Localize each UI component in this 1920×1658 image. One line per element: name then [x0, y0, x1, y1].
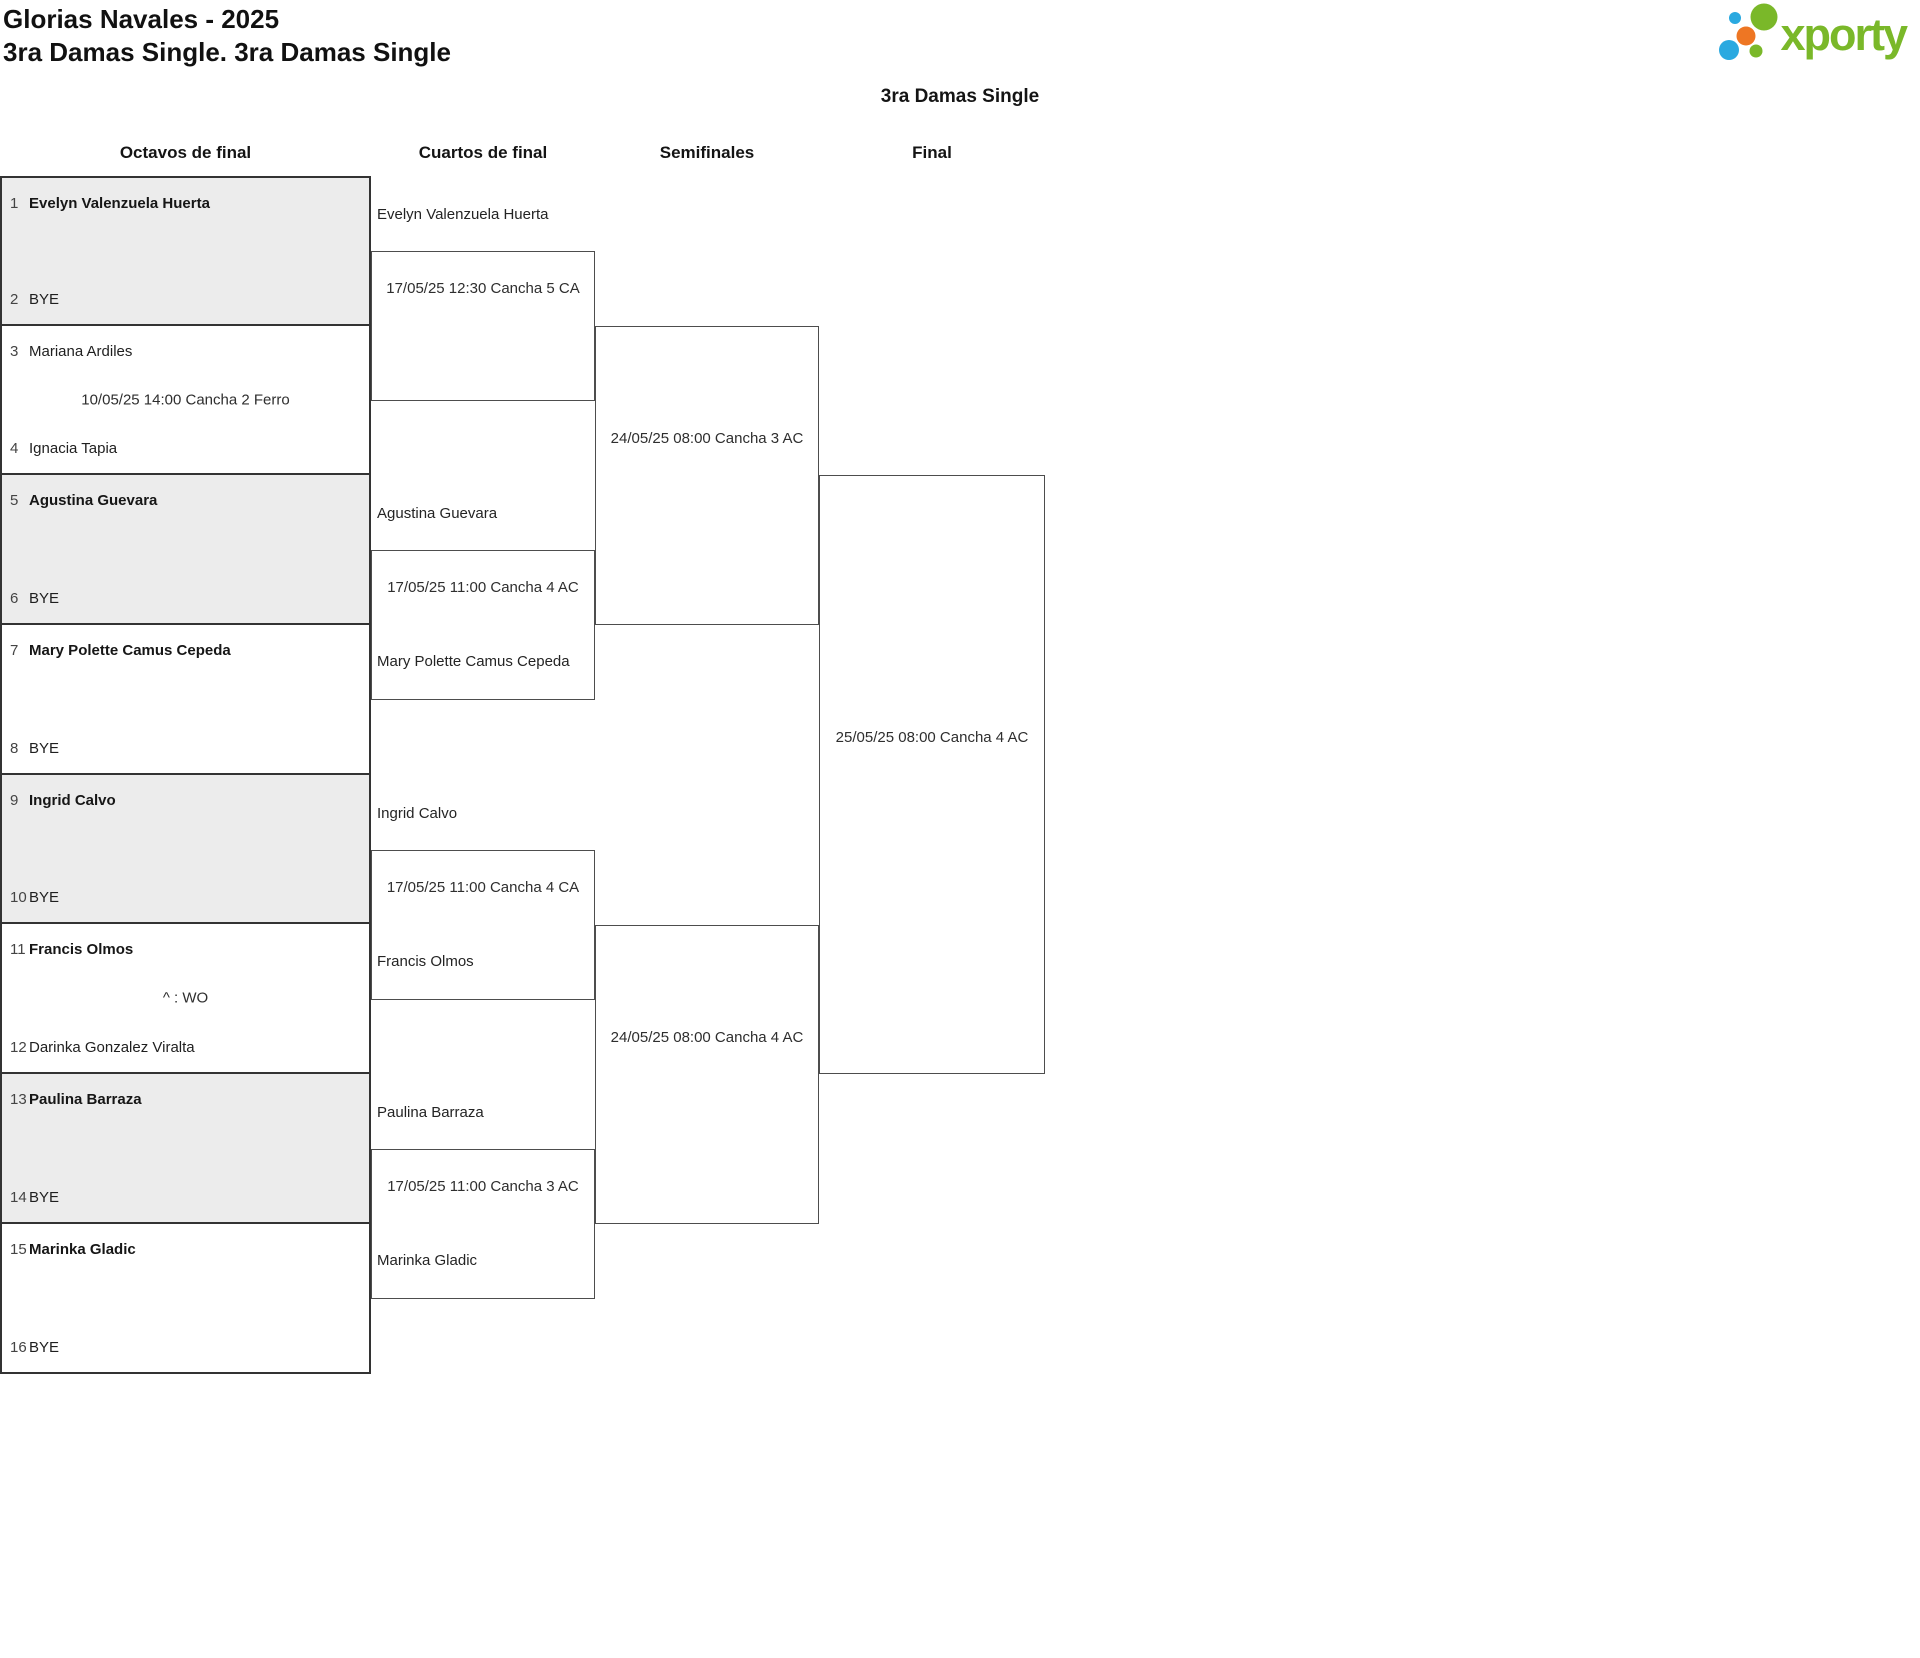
advanced-player-name: Agustina Guevara: [377, 505, 498, 522]
match-schedule: 24/05/25 08:00 Cancha 4 AC: [610, 1029, 804, 1046]
player-seed: 14: [10, 1188, 27, 1206]
player-slot-8: 8 BYE: [10, 739, 363, 758]
player-seed: 3: [10, 342, 19, 360]
player-seed: 6: [10, 590, 19, 608]
player-seed: 9: [10, 791, 19, 809]
semifinal-match-1: 24/05/25 08:00 Cancha 3 AC: [595, 326, 819, 625]
app-header: Glorias Navales - 2025 3ra Damas Single.…: [3, 3, 451, 69]
xporty-dots-icon: [1719, 3, 1778, 60]
player-name: Paulina Barraza: [29, 1091, 142, 1109]
player-seed: 11: [10, 941, 26, 959]
page-title: Glorias Navales - 2025: [3, 4, 280, 34]
player-seed: 1: [10, 195, 19, 212]
player-name: BYE: [29, 290, 60, 308]
player-name: Mariana Ardiles: [29, 342, 133, 360]
semifinal-match-2: 24/05/25 08:00 Cancha 4 AC: [595, 925, 819, 1224]
player-seed: 8: [10, 739, 19, 757]
player-slot-5: 5 Agustina Guevara: [10, 491, 363, 510]
final-match: 25/05/25 08:00 Cancha 4 AC: [819, 475, 1045, 1074]
player-name: BYE: [29, 590, 60, 608]
match-schedule: 24/05/25 08:00 Cancha 3 AC: [610, 430, 804, 447]
player-name: Ignacia Tapia: [29, 440, 118, 458]
advanced-player-name: Evelyn Valenzuela Huerta: [377, 206, 549, 223]
cuartos-match-1: Evelyn Valenzuela Huerta 17/05/25 12:30 …: [371, 206, 595, 401]
player-seed: 15: [10, 1240, 27, 1258]
player-slot-2: 2 BYE: [10, 290, 363, 309]
octavos-match-1: 1 Evelyn Valenzuela Huerta 2 BYE: [0, 176, 371, 326]
match-schedule: 17/05/25 11:00 Cancha 4 CA: [386, 879, 580, 896]
round-header-cuartos: Cuartos de final: [418, 143, 548, 162]
player-seed: 16: [10, 1338, 27, 1356]
octavos-match-3: 5 Agustina Guevara 6 BYE: [0, 475, 371, 626]
player-slot-1: 1 Evelyn Valenzuela Huerta: [10, 194, 363, 213]
player-name: Marinka Gladic: [29, 1240, 136, 1258]
player-slot-3: 3 Mariana Ardiles: [10, 342, 363, 361]
match-schedule: 25/05/25 08:00 Cancha 4 AC: [835, 729, 1029, 746]
bracket-title: 3ra Damas Single: [880, 86, 1040, 107]
player-slot-4: 4 Ignacia Tapia: [10, 439, 363, 458]
page-subtitle: 3ra Damas Single. 3ra Damas Single: [3, 37, 451, 67]
match-schedule: 17/05/25 11:00 Cancha 3 AC: [387, 1178, 579, 1195]
player-name: BYE: [29, 889, 60, 907]
cuartos-match-2: Agustina Guevara 17/05/25 11:00 Cancha 4…: [371, 505, 595, 700]
advanced-player-name: Paulina Barraza: [377, 1104, 484, 1121]
player-seed: 5: [10, 492, 19, 510]
player-seed: 13: [10, 1091, 27, 1109]
walkover-note: ^ : WO: [162, 989, 209, 1007]
player-name: Ingrid Calvo: [29, 791, 116, 809]
octavos-match-2: 3 Mariana Ardiles 10/05/25 14:00 Cancha 2…: [0, 325, 371, 476]
match-schedule: 17/05/25 12:30 Cancha 5 CA: [386, 280, 580, 297]
player-slot-6: 6 BYE: [10, 589, 363, 608]
match-schedule: 17/05/25 11:00 Cancha 4 AC: [387, 579, 579, 596]
player-name: Evelyn Valenzuela Huerta: [29, 195, 210, 212]
xporty-logo[interactable]: xporty: [1716, 3, 1908, 67]
match-schedule: 10/05/25 14:00 Cancha 2 Ferro: [81, 391, 290, 409]
player-name: Francis Olmos: [29, 941, 134, 959]
player-name: Agustina Guevara: [29, 492, 158, 510]
player-seed: 4: [10, 440, 19, 458]
player-seed: 7: [10, 642, 19, 660]
player-slot-7: 7 Mary Polette Camus Cepeda: [10, 641, 363, 660]
player-name: Mary Polette Camus Cepeda: [29, 642, 231, 660]
player-name: BYE: [29, 1188, 60, 1206]
round-header-octavos: Octavos de final: [119, 143, 252, 162]
round-header-semifinales: Semifinales: [659, 143, 755, 162]
cuartos-match-4: Paulina Barraza 17/05/25 11:00 Cancha 3 …: [371, 1104, 595, 1299]
player-name: BYE: [29, 739, 60, 757]
player-name: BYE: [29, 1338, 60, 1356]
player-seed: 2: [10, 290, 19, 308]
player-slot-9: 9 Ingrid Calvo: [10, 791, 363, 810]
advanced-player-name: Ingrid Calvo: [377, 805, 458, 822]
player-seed: 12: [10, 1039, 27, 1057]
advanced-player-name: Francis Olmos: [377, 953, 474, 970]
player-name: Darinka Gonzalez Viralta: [29, 1039, 195, 1057]
player-seed: 10: [10, 889, 27, 907]
advanced-player-name: Mary Polette Camus Cepeda: [377, 653, 570, 670]
advanced-player-name: Marinka Gladic: [377, 1252, 478, 1269]
octavos-match-4: 7 Mary Polette Camus Cepeda 8 BYE: [0, 625, 371, 775]
cuartos-match-3: Ingrid Calvo 17/05/25 11:00 Cancha 4 CA …: [371, 805, 595, 1000]
round-header-final: Final: [912, 143, 952, 162]
xporty-logo-text: xporty: [1780, 9, 1908, 60]
